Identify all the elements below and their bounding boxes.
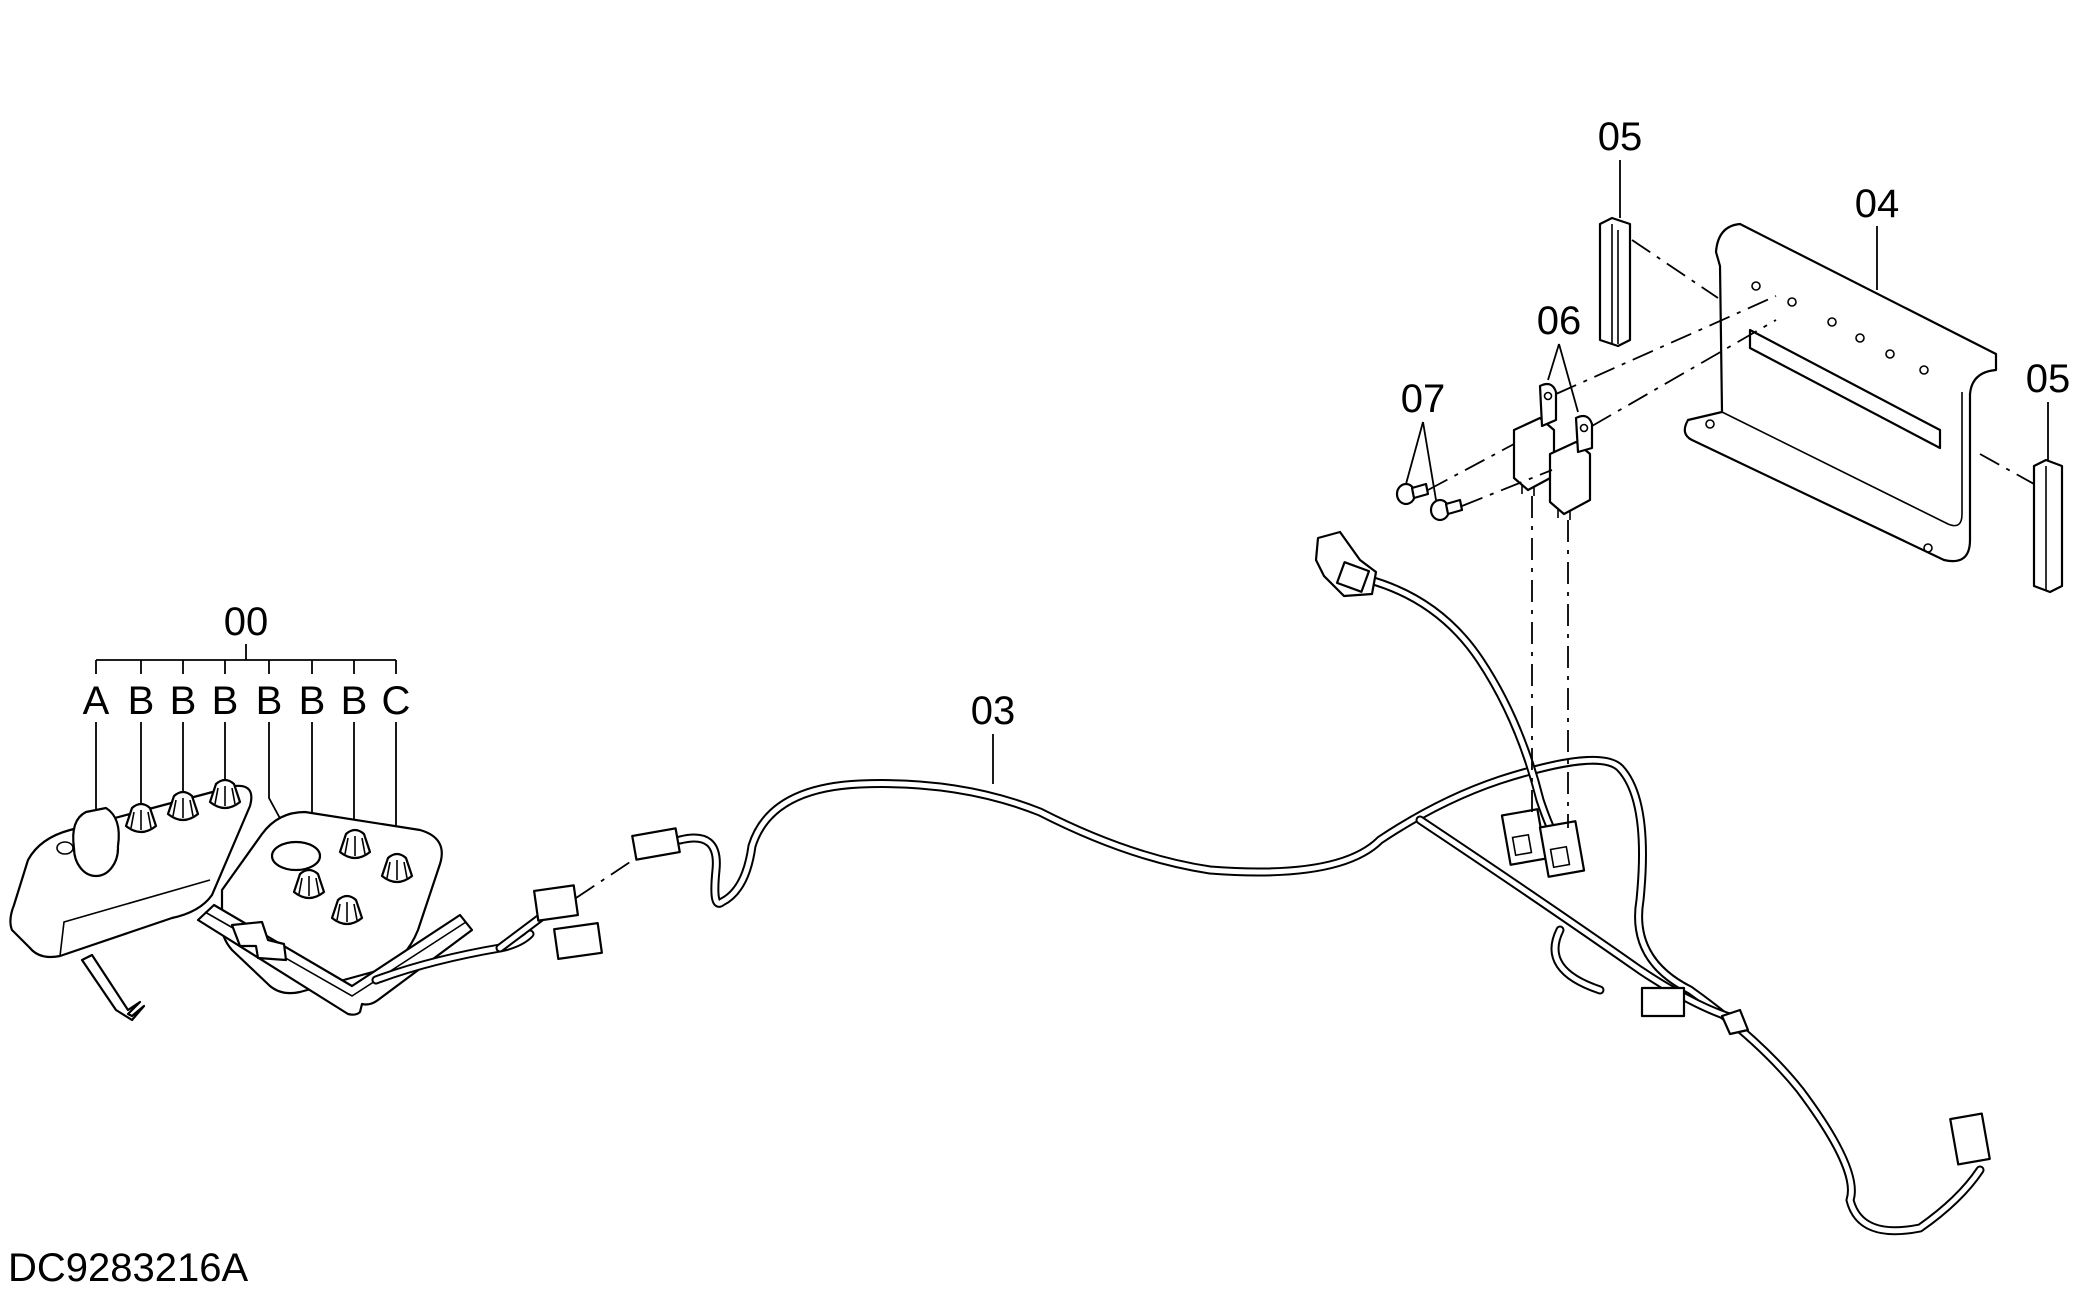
- sub-label-b5: B: [299, 679, 326, 723]
- screw-a: [1395, 482, 1430, 506]
- knob-b5: [330, 894, 364, 926]
- knob-b1: [124, 802, 158, 834]
- screw-b: [1429, 498, 1464, 522]
- harness-relay-socket-b: [1538, 820, 1586, 878]
- sub-label-a: A: [83, 679, 110, 723]
- panel-opening: [270, 840, 322, 872]
- left-panel-housing: [9, 784, 253, 959]
- panel-connector-a: [533, 884, 579, 922]
- callout-00-bracket: [95, 644, 397, 674]
- control-panel-assembly: [9, 778, 637, 1022]
- left-mount-bracket: [80, 953, 146, 1022]
- harness-end-connector-left: [631, 827, 681, 861]
- wire-harness: [631, 530, 1991, 1236]
- edge-strip-right: [1979, 402, 2064, 594]
- drawing-id: DC9283216A: [8, 1246, 248, 1290]
- callout-07: 07: [1401, 377, 1446, 421]
- harness-main-cable: [675, 755, 1985, 1236]
- callout-05-right: 05: [2026, 357, 2071, 401]
- callout-05-top: 05: [1598, 115, 1643, 159]
- relay-mounting-bracket: [1683, 222, 1998, 563]
- relay-pair: [1512, 295, 1777, 828]
- knob-a: [56, 806, 120, 878]
- panel-connector-b: [553, 921, 603, 961]
- bracket-slot: [1748, 328, 1942, 450]
- callout-00: 00: [224, 600, 269, 644]
- knob-c: [380, 852, 414, 884]
- sub-label-b2: B: [170, 679, 197, 723]
- harness-relay-socket-a: [1500, 808, 1548, 866]
- knob-b2: [166, 790, 200, 822]
- callout-06: 06: [1537, 299, 1582, 343]
- knob-b3: [208, 778, 242, 810]
- sub-label-b4: B: [256, 679, 283, 723]
- harness-end-connector-right: [1949, 1112, 1991, 1166]
- relay-a: [1512, 382, 1558, 496]
- callout-04: 04: [1855, 182, 1900, 226]
- knob-b6: [338, 828, 372, 860]
- harness-side-connector: [1640, 986, 1686, 1018]
- edge-strip-top: [1598, 160, 1719, 348]
- sub-label-b6: B: [341, 679, 368, 723]
- sub-label-row: A B B B B B B C: [83, 679, 411, 723]
- relay-b: [1548, 414, 1594, 520]
- knob-b4: [292, 868, 326, 900]
- sub-label-c: C: [382, 679, 411, 723]
- callout-03: 03: [971, 689, 1016, 733]
- panel-clip: [230, 920, 288, 962]
- screw-pair: [1395, 421, 1553, 522]
- sub-label-b3: B: [212, 679, 239, 723]
- sub-label-b1: B: [128, 679, 155, 723]
